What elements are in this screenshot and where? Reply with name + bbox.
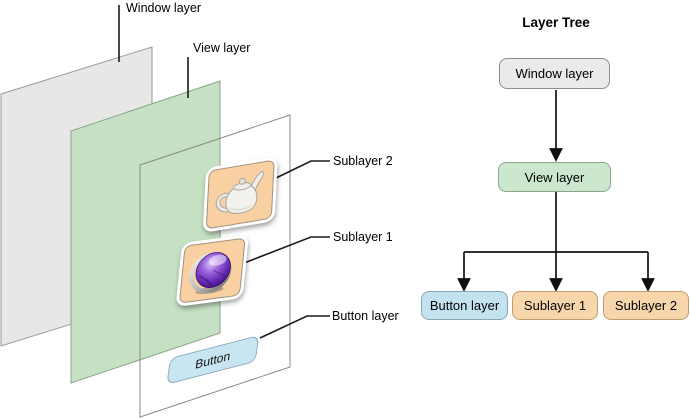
- sublayer1-callout-line: [238, 236, 330, 266]
- sublayer2-label: Sublayer 2: [333, 154, 393, 168]
- front-layer-plane: [139, 114, 291, 418]
- button-layer-callout-line: [259, 315, 330, 339]
- tree-node-sublayer1: Sublayer 1: [512, 291, 598, 320]
- tree-node-window-layer: Window layer: [499, 58, 610, 89]
- sublayer1-tile: [175, 234, 249, 307]
- tree-node-sublayer2: Sublayer 2: [603, 291, 689, 320]
- tree-connectors: [457, 90, 655, 292]
- teapot-icon: [215, 170, 264, 214]
- tree-node-view-layer: View layer: [498, 162, 611, 192]
- sublayer2-callout-line: [273, 160, 330, 180]
- tree-node-button-layer: Button layer: [421, 291, 508, 320]
- window-layer-label: Window layer: [126, 1, 202, 15]
- view-layer-label: View layer: [193, 41, 251, 55]
- view-layer-plane: [70, 80, 221, 384]
- layer-tree-title: Layer Tree: [522, 15, 590, 30]
- sublayer1-label: Sublayer 1: [333, 230, 393, 244]
- sublayer2-tile: [202, 156, 278, 233]
- button-layer-label: Button layer: [332, 309, 399, 323]
- purple-sphere-icon: [189, 252, 232, 295]
